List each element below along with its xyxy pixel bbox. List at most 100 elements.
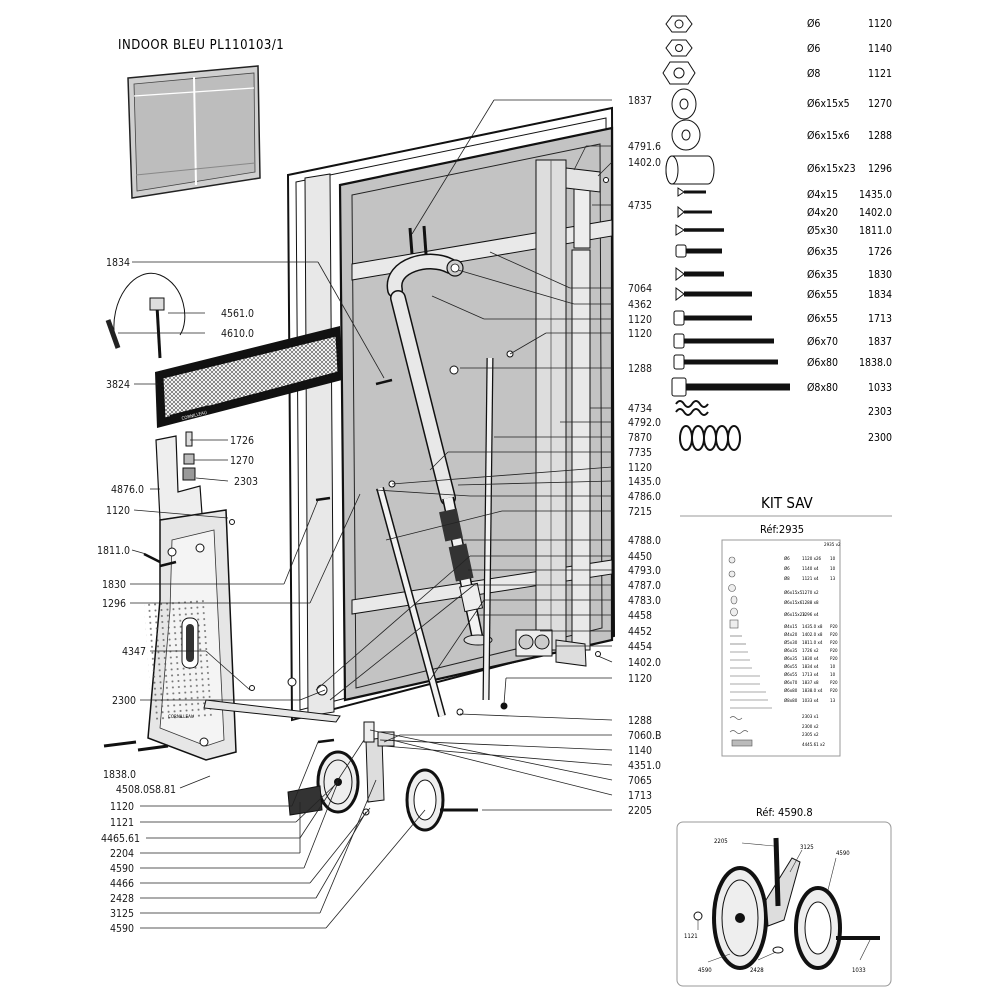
kit-ref: Réf:2935 [760,523,804,536]
callout-4792: 4792.0 [628,417,661,429]
callout-1120-f: 1120 [628,673,652,685]
hw-code-12: 1834 [868,289,892,301]
svg-text:Ø6x55: Ø6x55 [784,663,798,670]
callout-4734: 4734 [628,403,652,415]
hw-code-2: 1140 [868,43,892,55]
callout-1402-a: 1402.0 [628,157,661,169]
callout-3125: 3125 [110,908,134,920]
hw-size-15: Ø6x80 [807,357,838,369]
callout-1811: 1811.0 [97,545,130,557]
svg-text:10: 10 [830,566,836,572]
spacer-icon [671,119,701,151]
wheel-kit-label-4590-b: 4590 [698,967,712,974]
callout-1120-d: 1120 [628,328,652,340]
callout-4452: 4452 [628,626,652,638]
wheel-kit-label-2205: 2205 [714,838,728,845]
callout-4787: 4787.0 [628,580,661,592]
callout-1120-b: 1120 [110,801,134,813]
hw-size-3: Ø8 [807,68,820,80]
screw-icon [675,224,724,236]
svg-text:Ø6: Ø6 [784,555,790,562]
spacer-icon [671,88,697,120]
wheel-kit-label-1033: 1033 [852,967,866,974]
screw-icon [677,205,712,219]
callout-4362: 4362 [628,299,652,311]
table-thumbnail [127,65,261,199]
callout-4347: 4347 [122,646,146,658]
callout-1435: 1435.0 [628,476,661,488]
svg-text:Ø6x70: Ø6x70 [784,679,798,686]
svg-text:P20: P20 [830,688,838,694]
svg-text:10: 10 [830,556,836,562]
hw-size-10: Ø6x35 [807,246,838,258]
svg-text:1834 x4: 1834 x4 [802,664,819,670]
callout-1140: 1140 [628,745,652,757]
svg-text:1811.0 x4: 1811.0 x4 [802,640,823,646]
hw-code-14: 1837 [868,336,892,348]
wheel-assembly [287,721,478,832]
svg-text:Ø6x35: Ø6x35 [784,655,798,662]
svg-text:10: 10 [830,664,836,670]
callout-1838: 1838.0 [103,769,136,781]
screw-icon [675,287,752,301]
callout-1120-c: 1120 [628,314,652,326]
wheel-kit-panel: Réf: 4590.8 2205 3125 4590 1121 4590 242… [676,806,892,987]
hw-size-6: Ø6x15x23 [807,163,856,175]
svg-text:Ø6: Ø6 [784,565,790,572]
hw-size-4: Ø6x15x5 [807,98,850,110]
hw-code-6: 1296 [868,163,892,175]
callout-1837: 1837 [628,95,652,107]
wheel-kit-label-3125: 3125 [800,844,814,851]
screw-icon [677,187,706,197]
callout-4786: 4786.0 [628,491,661,503]
svg-text:Ø6x35: Ø6x35 [784,647,798,654]
callout-2428: 2428 [110,893,134,905]
bolt-icon [671,377,790,397]
callout-7060: 7060.B [628,730,662,742]
hw-size-9: Ø5x30 [807,225,838,237]
svg-text:10: 10 [830,672,836,678]
callout-2204: 2204 [110,848,134,860]
hw-code-3: 1121 [868,68,892,80]
kit-sheet [721,539,841,757]
hw-size-5: Ø6x15x6 [807,130,850,142]
hardware-icons [662,15,790,451]
callout-7870: 7870 [628,432,652,444]
hw-size-16: Ø8x80 [807,382,838,394]
hw-size-2: Ø6 [807,43,820,55]
page-title: INDOOR BLEU PL110103/1 [118,38,284,53]
callout-1402-b: 1402.0 [628,657,661,669]
callout-1713: 1713 [628,790,652,802]
svg-text:1296 x4: 1296 x4 [802,612,819,618]
hw-code-4: 1270 [868,98,892,110]
loose-screws [103,177,609,752]
wheel-kit-ref: Réf: 4590.8 [756,806,813,819]
svg-text:1830 x4: 1830 x4 [802,656,819,662]
hw-code-13: 1713 [868,313,892,325]
hw-code-18: 2300 [868,432,892,444]
nut-icon [665,15,693,33]
hw-size-14: Ø6x70 [807,336,838,348]
svg-text:Ø6x15x23: Ø6x15x23 [784,611,805,618]
callout-4450: 4450 [628,551,652,563]
hw-code-1: 1120 [868,18,892,30]
callout-1270: 1270 [230,455,254,467]
spring-icon [679,425,741,451]
callout-4876: 4876.0 [111,484,144,496]
svg-text:P20: P20 [830,656,838,662]
svg-text:P20: P20 [830,648,838,654]
hw-size-12: Ø6x55 [807,289,838,301]
bolt-icon [675,244,722,258]
kit-title: KIT SAV [761,494,813,512]
svg-text:4445.61 x2: 4445.61 x2 [802,742,825,748]
svg-text:1837 x8: 1837 x8 [802,680,819,686]
callout-4791: 4791.6 [628,141,661,153]
svg-text:Ø6x15x5: Ø6x15x5 [784,589,803,596]
callout-1121: 1121 [110,817,134,829]
callout-7064: 7064 [628,283,652,295]
hw-code-5: 1288 [868,130,892,142]
svg-text:Ø4x15: Ø4x15 [784,623,798,630]
net-post [155,431,203,521]
